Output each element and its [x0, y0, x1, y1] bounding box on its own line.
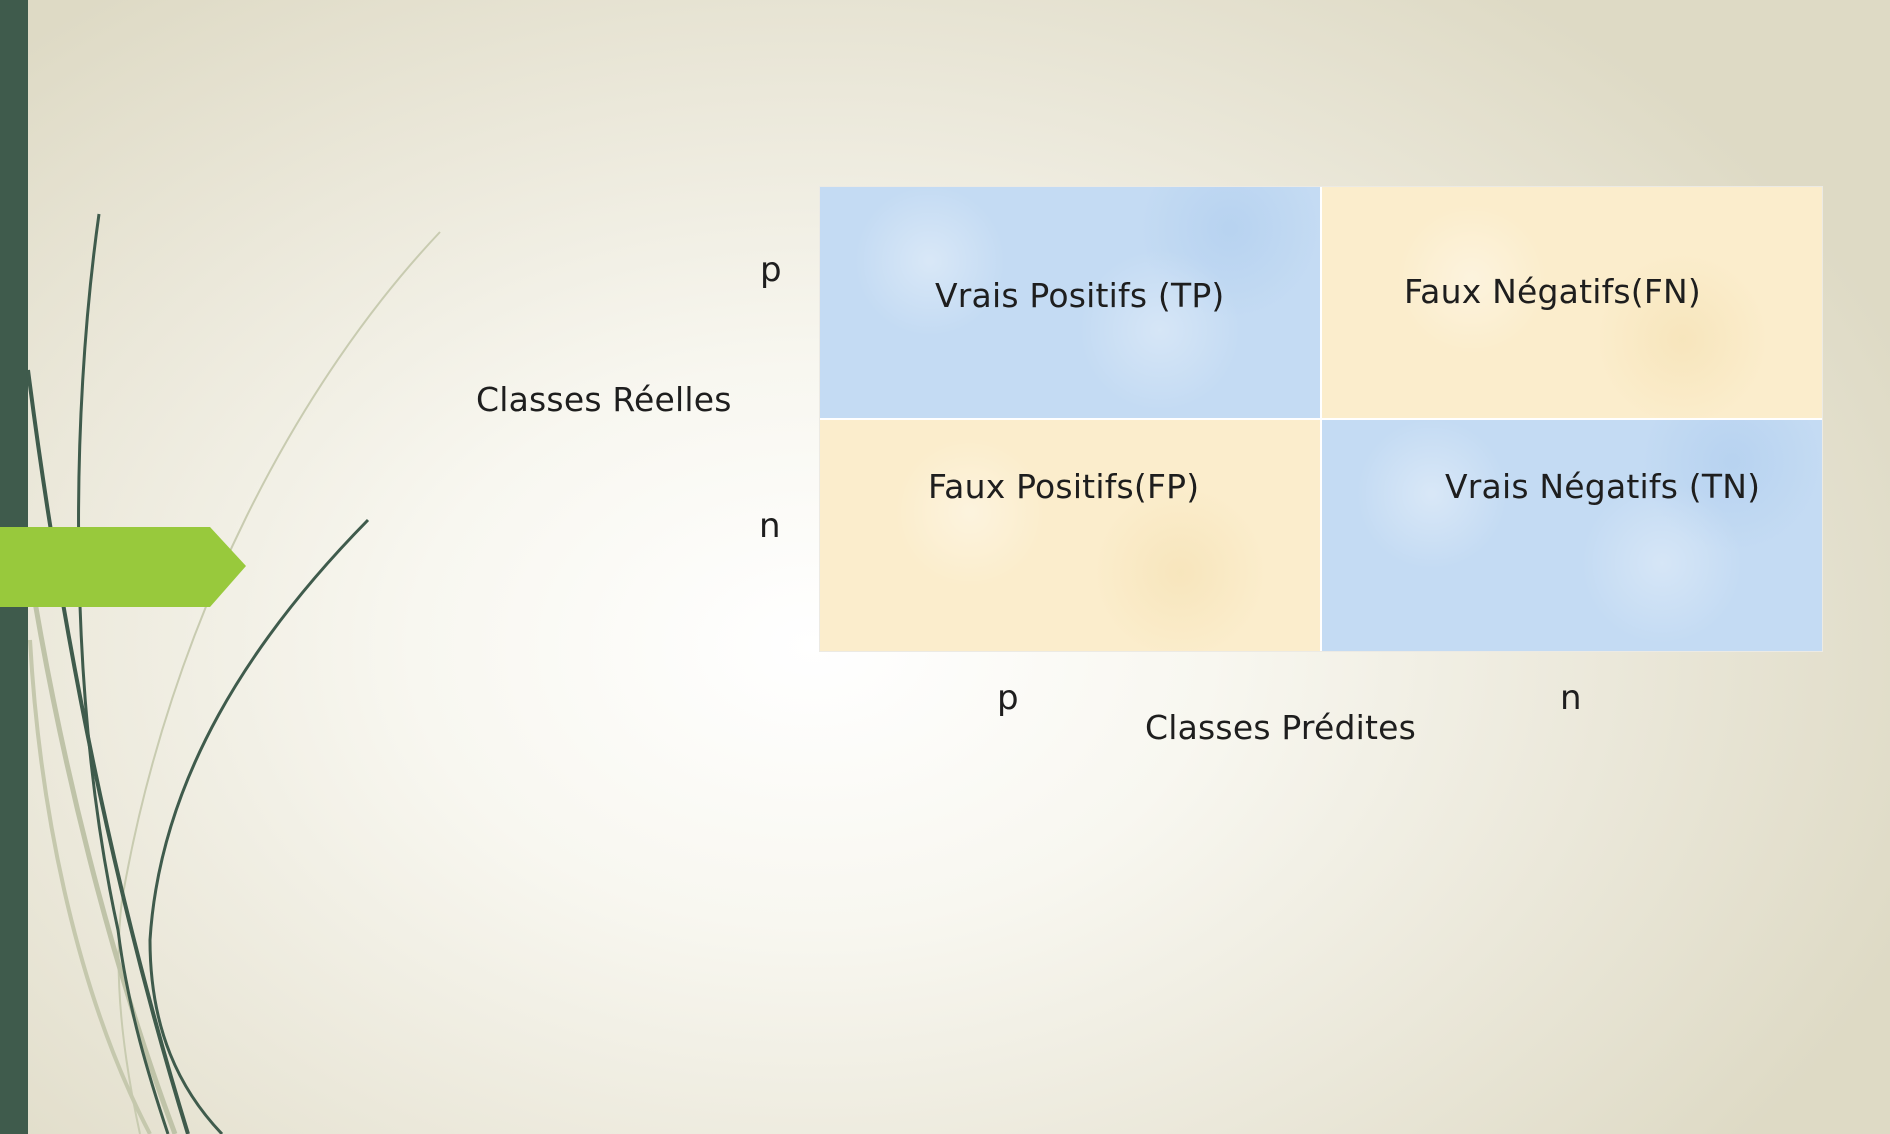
grass-curve-dark: [26, 369, 190, 1134]
cell-false-positives: Faux Positifs(FP): [820, 420, 1320, 651]
accent-arrow: [0, 527, 246, 607]
grass-curve-light: [25, 559, 178, 1134]
grass-curve-light: [117, 231, 441, 1134]
grass-curve-light: [28, 639, 152, 1134]
actual-class-positive: p: [760, 250, 782, 290]
cell-label: Vrais Positifs (TP): [935, 276, 1225, 315]
cell-true-positives: Vrais Positifs (TP): [820, 187, 1320, 418]
actual-class-negative: n: [759, 506, 781, 546]
slide-decoration: [0, 0, 441, 1134]
cell-false-negatives: Faux Négatifs(FN): [1322, 187, 1822, 418]
cell-label: Vrais Négatifs (TN): [1445, 467, 1761, 506]
grass-curve-dark: [148, 518, 370, 1134]
grass-curve-dark: [77, 213, 170, 1134]
predicted-class-negative: n: [1560, 678, 1582, 718]
cell-label: Faux Positifs(FP): [928, 467, 1200, 506]
confusion-matrix: Vrais Positifs (TP) Faux Négatifs(FN) Fa…: [819, 186, 1823, 652]
predicted-class-positive: p: [997, 678, 1019, 718]
predicted-classes-title: Classes Prédites: [1145, 708, 1417, 747]
cell-true-negatives: Vrais Négatifs (TN): [1322, 420, 1822, 651]
cell-label: Faux Négatifs(FN): [1404, 272, 1702, 311]
actual-classes-title: Classes Réelles: [476, 380, 732, 419]
